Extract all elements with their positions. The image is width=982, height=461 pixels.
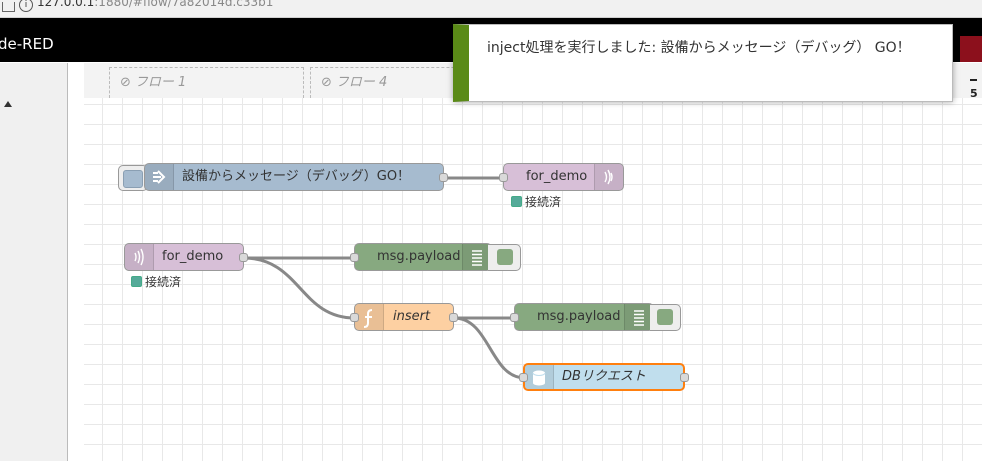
info-icon[interactable]: i (19, 0, 33, 12)
wire-function-to-db (453, 316, 526, 380)
database-icon (525, 365, 554, 389)
db-request-node[interactable]: DBリクエスト (519, 363, 689, 391)
input-port[interactable] (519, 373, 528, 382)
debug-toggle-button[interactable] (488, 244, 521, 271)
palette-scrollbar[interactable] (0, 63, 68, 461)
deploy-button[interactable] (960, 36, 982, 62)
disabled-icon: ⊘ (120, 75, 131, 90)
status-connected: 接続済 (511, 193, 561, 210)
tab-label: フロー 4 (335, 75, 388, 90)
status-dot (511, 196, 522, 207)
inject-icon (145, 164, 174, 190)
input-port[interactable] (499, 173, 508, 182)
url-path: :1880/#flow/7a82014d.c33b1 (94, 0, 274, 9)
websocket-icon (125, 244, 154, 270)
output-port[interactable] (239, 253, 248, 262)
url-text[interactable]: 127.0.0.1:1880/#flow/7a82014d.c33b1 (37, 0, 273, 9)
websocket-out-node[interactable]: for_demo (499, 163, 624, 191)
home-icon[interactable] (2, 2, 15, 12)
status-dot (131, 276, 142, 287)
url-host: 127.0.0.1 (37, 0, 95, 9)
input-port[interactable] (350, 313, 359, 322)
wire-wsin-to-function (243, 256, 356, 320)
scroll-up-icon[interactable] (4, 101, 12, 107)
status-text: 接続済 (145, 275, 182, 289)
debug-list-icon (624, 304, 653, 330)
node-label: for_demo (162, 249, 224, 264)
tab-overflow-label: 5 (970, 87, 978, 100)
node-label: DBリクエスト (562, 369, 646, 384)
node-label: msg.payload (377, 249, 461, 264)
output-port[interactable] (680, 373, 689, 382)
debug-node-2[interactable]: msg.payload (510, 303, 654, 331)
websocket-in-node[interactable]: for_demo (124, 243, 248, 271)
input-port[interactable] (510, 313, 519, 322)
browser-url-bar: i 127.0.0.1:1880/#flow/7a82014d.c33b1 (0, 0, 982, 18)
node-label: 設備からメッセージ（デバッグ）GO！ (182, 169, 411, 184)
app-title: de-RED (0, 35, 54, 53)
tab-label: フロー 1 (134, 75, 187, 90)
output-port[interactable] (439, 173, 448, 182)
debug-node-1[interactable]: msg.payload (350, 243, 492, 271)
inject-node[interactable]: 設備からメッセージ（デバッグ）GO！ (144, 163, 448, 191)
tab-flow-1[interactable]: ⊘フロー 1 (109, 67, 304, 98)
status-text: 接続済 (525, 195, 562, 209)
websocket-icon (594, 164, 623, 190)
output-port[interactable] (449, 313, 458, 322)
disabled-icon: ⊘ (321, 75, 332, 90)
node-label: msg.payload (537, 309, 621, 324)
function-icon (355, 304, 384, 330)
debug-list-icon (462, 244, 491, 270)
node-label: for_demo (526, 169, 588, 184)
function-node[interactable]: insert (350, 303, 458, 331)
notification-toast[interactable]: inject処理を実行しました: 設備からメッセージ（デバッグ） GO！ (453, 24, 953, 102)
debug-toggle-button[interactable] (650, 304, 681, 331)
status-connected: 接続済 (131, 273, 181, 290)
node-label: insert (393, 309, 431, 324)
tab-overflow[interactable]: 5 (970, 74, 982, 100)
flow-workspace[interactable] (84, 98, 982, 461)
input-port[interactable] (350, 253, 359, 262)
inject-trigger-button[interactable] (118, 165, 148, 191)
notification-message: inject処理を実行しました: 設備からメッセージ（デバッグ） GO！ (487, 40, 911, 56)
